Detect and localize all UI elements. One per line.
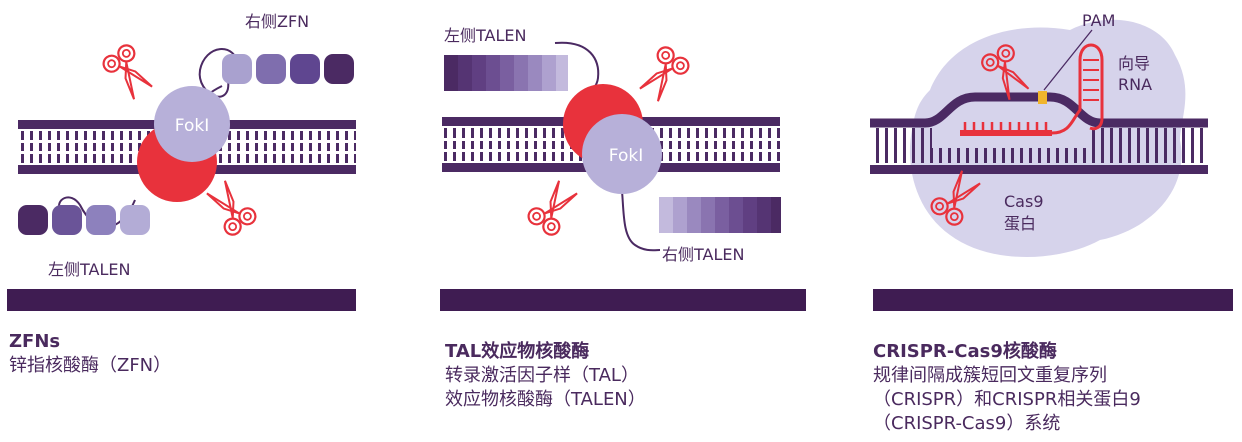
- panel-divider-bar: [7, 289, 356, 311]
- caption-line: 规律间隔成簇短回文重复序列: [873, 365, 1107, 386]
- panel-talen: FokI 左侧TALEN 右侧TALEN: [440, 26, 806, 311]
- zinc-finger-array-right: [222, 54, 354, 84]
- caption-title: CRISPR-Cas9核酸酶: [873, 341, 1057, 362]
- fokI-label: FokI: [609, 146, 643, 166]
- pam-label: PAM: [1082, 11, 1115, 30]
- panel-crispr: PAM 向导 RNA Cas9 蛋白: [870, 11, 1233, 311]
- panel-zfn: FokI 右侧ZFN 左侧TALEN: [7, 12, 356, 311]
- pam-site: [1038, 91, 1047, 104]
- left-talen-label: 左侧TALEN: [444, 26, 526, 45]
- tal-effector-array-left: [444, 55, 568, 91]
- caption-title: TAL效应物核酸酶: [445, 341, 590, 362]
- guide-rna-label-line1: 向导: [1118, 54, 1150, 73]
- panel-divider-bar: [873, 289, 1233, 311]
- panel-divider-bar: [440, 289, 806, 311]
- right-talen-label: 右侧TALEN: [662, 245, 744, 264]
- linker-right: [619, 174, 661, 252]
- caption-line: 效应物核酸酶（TALEN）: [445, 389, 646, 410]
- left-talen-label: 左侧TALEN: [48, 260, 130, 279]
- linker-right: [198, 48, 241, 98]
- pam-pointer: [1043, 29, 1093, 91]
- tal-effector-array-right: [659, 197, 781, 233]
- right-zfn-label: 右侧ZFN: [245, 12, 309, 31]
- caption-talen: TAL效应物核酸酶 转录激活因子样（TAL） 效应物核酸酶（TALEN）: [445, 340, 646, 412]
- zinc-finger-array-left: [18, 205, 150, 235]
- caption-zfn: ZFNs 锌指核酸酶（ZFN）: [9, 330, 171, 378]
- caption-crispr: CRISPR-Cas9核酸酶 规律间隔成簇短回文重复序列 （CRISPR）和CR…: [873, 340, 1141, 436]
- fokI-domain: [154, 86, 230, 162]
- dna-double-helix: [870, 92, 1208, 174]
- caption-line: （CRISPR）和CRISPR相关蛋白9: [873, 389, 1141, 410]
- guide-rna: [960, 43, 1104, 136]
- fokI-domain: [582, 114, 662, 194]
- cas9-label-line2: 蛋白: [1004, 214, 1036, 233]
- scissors-icon: [99, 41, 159, 104]
- scissors-icon: [633, 43, 693, 106]
- cas9-label-line1: Cas9: [1004, 192, 1044, 211]
- caption-title: ZFNs: [9, 331, 61, 352]
- fokI-label: FokI: [175, 116, 209, 136]
- dna-top-strand: [870, 92, 1208, 128]
- caption-line: （CRISPR-Cas9）系统: [873, 413, 1061, 434]
- cas9-protein-blob: [909, 19, 1186, 258]
- caption-line: 转录激活因子样（TAL）: [445, 365, 639, 386]
- caption-line: 锌指核酸酶（ZFN）: [9, 355, 172, 376]
- guide-rna-label-line2: RNA: [1118, 75, 1152, 94]
- scissors-icon: [200, 176, 260, 239]
- scissors-icon: [524, 176, 584, 239]
